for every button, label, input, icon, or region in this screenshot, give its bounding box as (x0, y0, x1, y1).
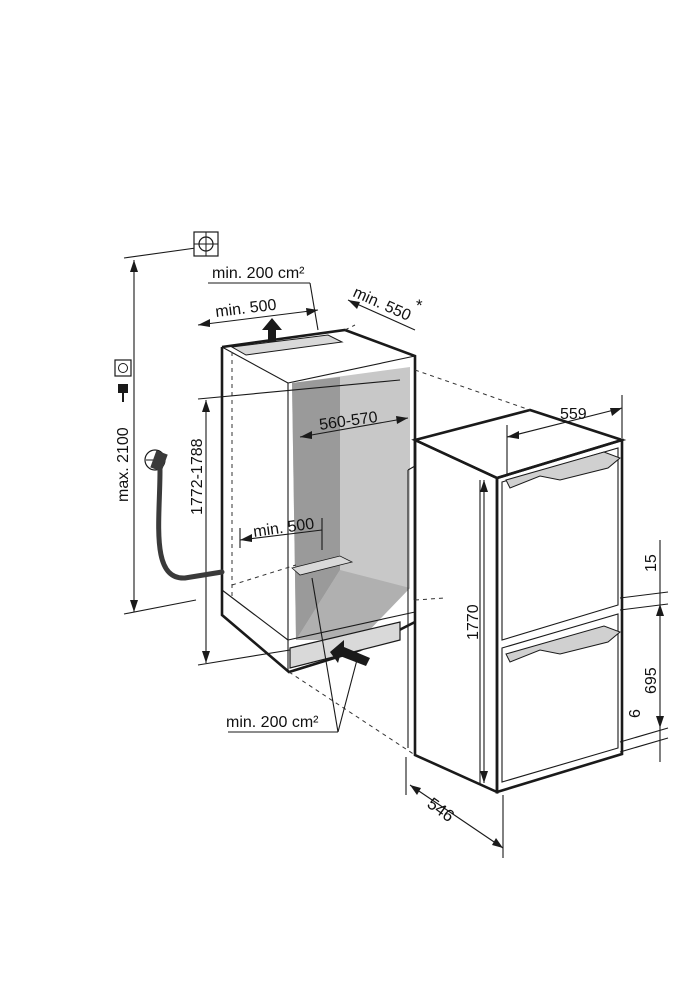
label-ventilation-top: min. 200 cm² (212, 265, 305, 282)
label-appliance-width: 559 (560, 406, 587, 423)
dimension-lines (123, 245, 669, 858)
label-top-depth: min. 500 (214, 297, 277, 321)
power-socket-icon (114, 359, 132, 402)
label-appliance-depth: 546 (424, 794, 458, 826)
label-depth-star: * (416, 296, 423, 315)
plumbing-connection-icon (193, 231, 219, 257)
water-tap-icon (144, 449, 225, 581)
label-max-height: max. 2100 (115, 427, 132, 502)
label-depth-min: min. 550 (350, 284, 413, 325)
top-vent-grille (230, 334, 344, 356)
projection-lines (288, 324, 531, 756)
upper-door-handle (505, 451, 621, 489)
bottom-vent-grille (289, 621, 401, 669)
label-ventilation-bottom: min. 200 cm² (226, 714, 319, 731)
plinth-vent (291, 555, 354, 576)
label-door-lower: 695 (643, 667, 660, 694)
label-gap-bottom: 6 (627, 709, 644, 718)
airflow-arrow-icon (262, 318, 282, 342)
appliance (407, 408, 627, 795)
label-niche-height: 1772-1788 (189, 438, 206, 515)
lower-door (501, 613, 619, 783)
airflow-arrow-icon (330, 640, 370, 666)
label-gap-top: 15 (643, 554, 660, 572)
label-appliance-height: 1770 (465, 604, 482, 640)
niche-interior-floor (296, 570, 410, 640)
lower-door-handle (505, 625, 621, 663)
